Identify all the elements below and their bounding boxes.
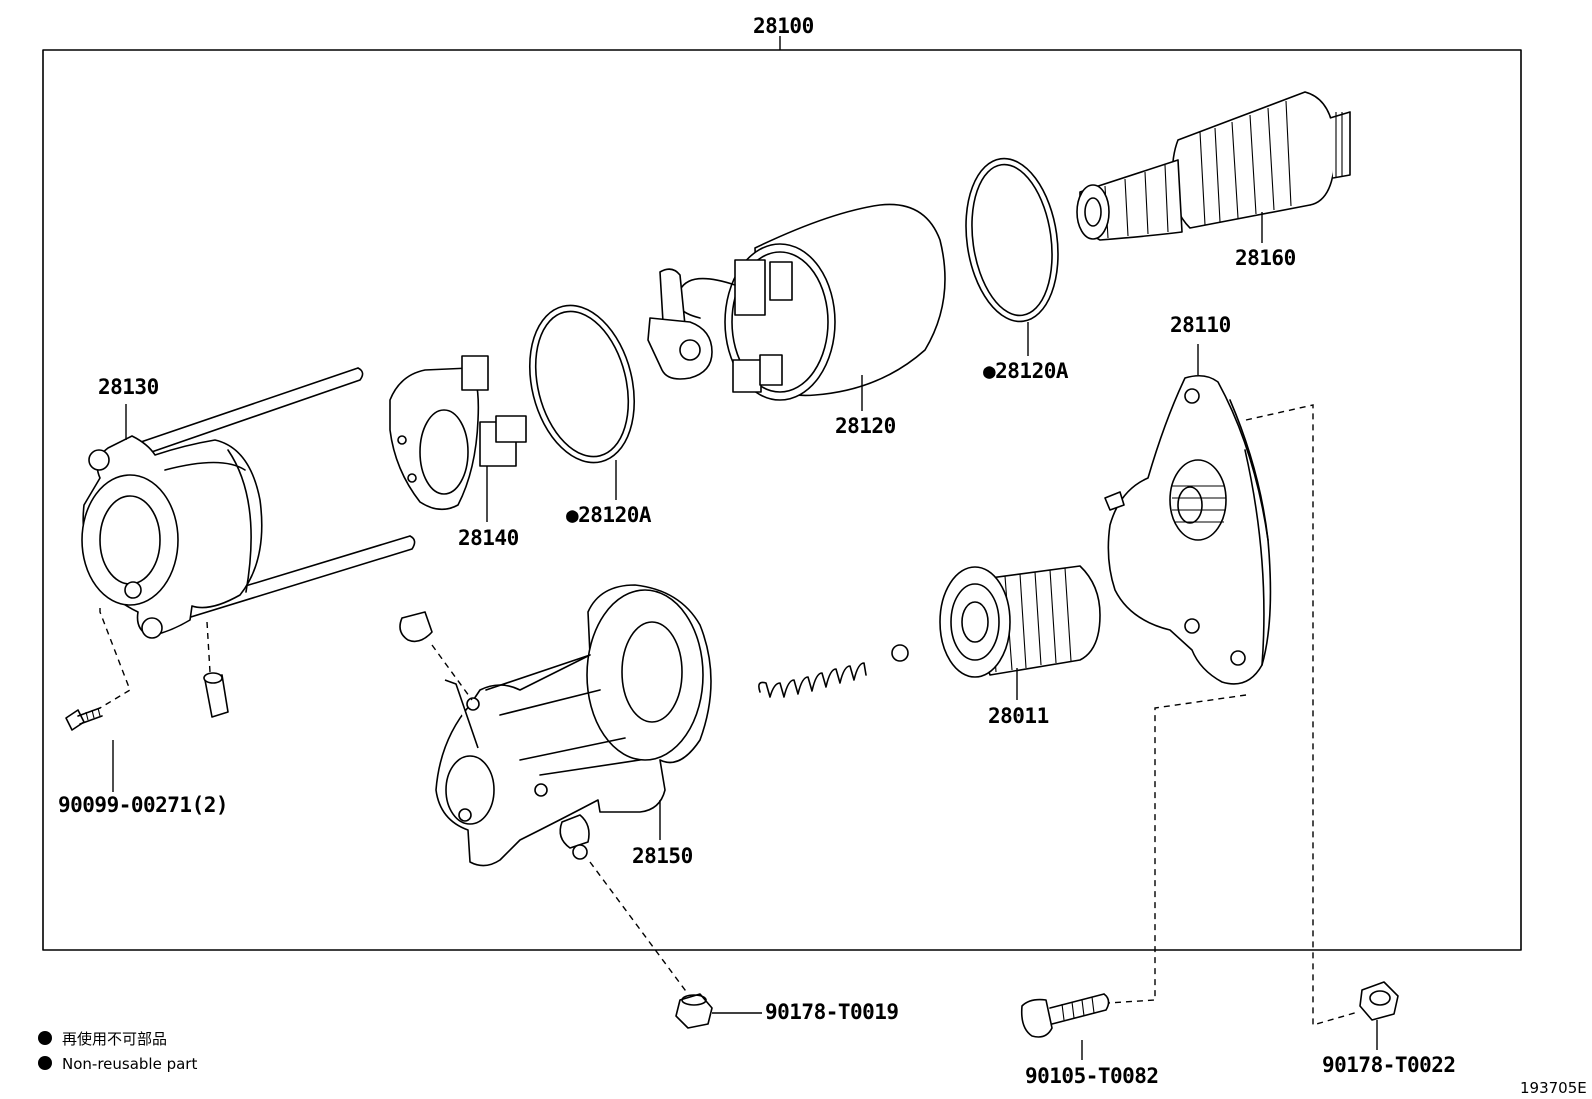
bolt-housing-part[interactable] bbox=[1020, 993, 1110, 1038]
yoke-part[interactable] bbox=[81, 367, 416, 639]
part-label-28140[interactable]: 28140 bbox=[458, 526, 519, 550]
armature-part[interactable] bbox=[1076, 91, 1351, 241]
o-ring-left[interactable] bbox=[514, 294, 650, 473]
magnetic-switch-part[interactable] bbox=[435, 584, 712, 867]
figure-code: 193705E bbox=[1520, 1079, 1587, 1097]
part-label-90105-t0082[interactable]: 90105-T0082 bbox=[1025, 1064, 1159, 1088]
through-bolt-part[interactable] bbox=[65, 707, 103, 731]
clutch-part[interactable] bbox=[939, 565, 1101, 678]
o-ring-right[interactable] bbox=[956, 153, 1068, 328]
nut-housing-part[interactable] bbox=[1359, 981, 1399, 1021]
part-label-90178-t0019[interactable]: 90178-T0019 bbox=[765, 1000, 899, 1024]
gear-housing-part[interactable] bbox=[1104, 374, 1272, 685]
steel-ball-part[interactable] bbox=[891, 644, 909, 662]
part-label-90178-t0022[interactable]: 90178-T0022 bbox=[1322, 1053, 1456, 1077]
part-label-28160[interactable]: 28160 bbox=[1235, 246, 1296, 270]
field-frame-part[interactable] bbox=[647, 203, 946, 401]
grommet-part[interactable] bbox=[203, 672, 229, 718]
part-label-28120[interactable]: 28120 bbox=[835, 414, 896, 438]
legend-dot-japanese bbox=[38, 1031, 52, 1045]
part-label-28011[interactable]: 28011 bbox=[988, 704, 1049, 728]
part-label-90099[interactable]: 90099-00271(2) bbox=[58, 793, 229, 817]
legend-dot-english bbox=[38, 1056, 52, 1070]
nut-switch-part[interactable] bbox=[675, 993, 713, 1029]
legend-japanese: 再使用不可部品 bbox=[62, 1030, 167, 1048]
brush-holder-part[interactable] bbox=[389, 355, 527, 511]
part-label-28130[interactable]: 28130 bbox=[98, 375, 159, 399]
assembly-number-label[interactable]: 28100 bbox=[753, 14, 814, 38]
part-label-28120a-right[interactable]: ●28120A bbox=[983, 359, 1069, 383]
part-label-28110[interactable]: 28110 bbox=[1170, 313, 1231, 337]
assembly-frame bbox=[42, 49, 1522, 951]
return-spring-part[interactable] bbox=[758, 662, 867, 698]
part-label-28150[interactable]: 28150 bbox=[632, 844, 693, 868]
legend-english: Non-reusable part bbox=[62, 1055, 197, 1073]
part-label-28120a-left[interactable]: ●28120A bbox=[566, 503, 652, 527]
